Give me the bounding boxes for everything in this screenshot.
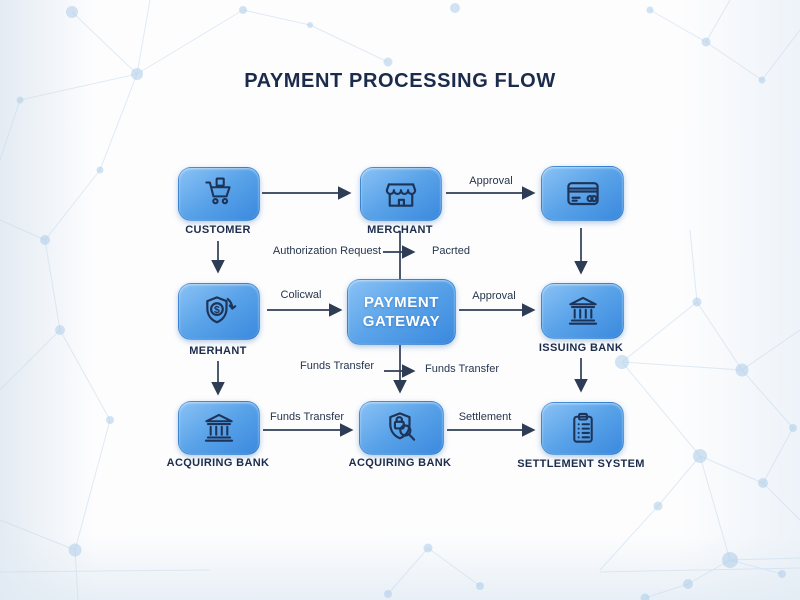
edge-label-funds-transfer-row3: Funds Transfer — [270, 411, 344, 423]
shopping-cart-icon — [205, 177, 231, 205]
node-label-acquiring-bank-2: ACQUIRING BANK — [348, 457, 452, 469]
edge-label-authorization-request: Authorization Request — [272, 245, 382, 257]
node-settlement-system — [541, 402, 624, 455]
bank-icon — [204, 413, 234, 442]
svg-text:$: $ — [214, 304, 220, 315]
node-payment-gateway: PAYMENT GATEWAY — [347, 279, 456, 345]
node-label-acquiring-bank-1: ACQUIRING BANK — [166, 457, 270, 469]
node-merhant: $ — [178, 283, 260, 340]
node-issuing-bank — [541, 283, 624, 339]
node-card — [541, 166, 624, 221]
bottom-edge-tint — [0, 535, 800, 600]
clipboard-icon — [572, 412, 593, 443]
gateway-text-line2: GATEWAY — [362, 313, 441, 330]
node-label-settlement-system: SETTLEMENT SYSTEM — [517, 458, 645, 470]
edge-label-approval-mid: Approval — [472, 290, 516, 302]
node-label-merhant: MERHANT — [189, 345, 247, 357]
edge-label-approval-top: Approval — [469, 175, 513, 187]
node-merchant — [360, 167, 442, 221]
bank-icon — [568, 296, 597, 325]
node-label-customer: CUSTOMER — [185, 224, 251, 236]
page-title: PAYMENT PROCESSING FLOW — [244, 70, 556, 92]
node-label-issuing-bank: ISSUING BANK — [538, 342, 624, 354]
node-acquiring-bank-1 — [178, 401, 260, 455]
gateway-text-line1: PAYMENT — [363, 293, 440, 311]
shield-search-icon — [388, 412, 415, 441]
edge-label-colicwal: Colicwal — [280, 289, 322, 301]
shield-dollar-icon: $ — [206, 295, 237, 323]
credit-card-icon — [566, 181, 599, 205]
edge-label-funds-transfer-right: Funds Transfer — [425, 363, 499, 375]
edge-label-settlement: Settlement — [458, 411, 512, 423]
node-customer — [178, 167, 260, 221]
node-acquiring-bank-2 — [359, 401, 444, 455]
edge-label-funds-transfer-left: Funds Transfer — [300, 360, 374, 372]
node-label-merchant: MERCHANT — [367, 224, 433, 236]
storefront-icon — [385, 183, 417, 207]
edge-label-pacrted: Pacrted — [432, 245, 470, 257]
